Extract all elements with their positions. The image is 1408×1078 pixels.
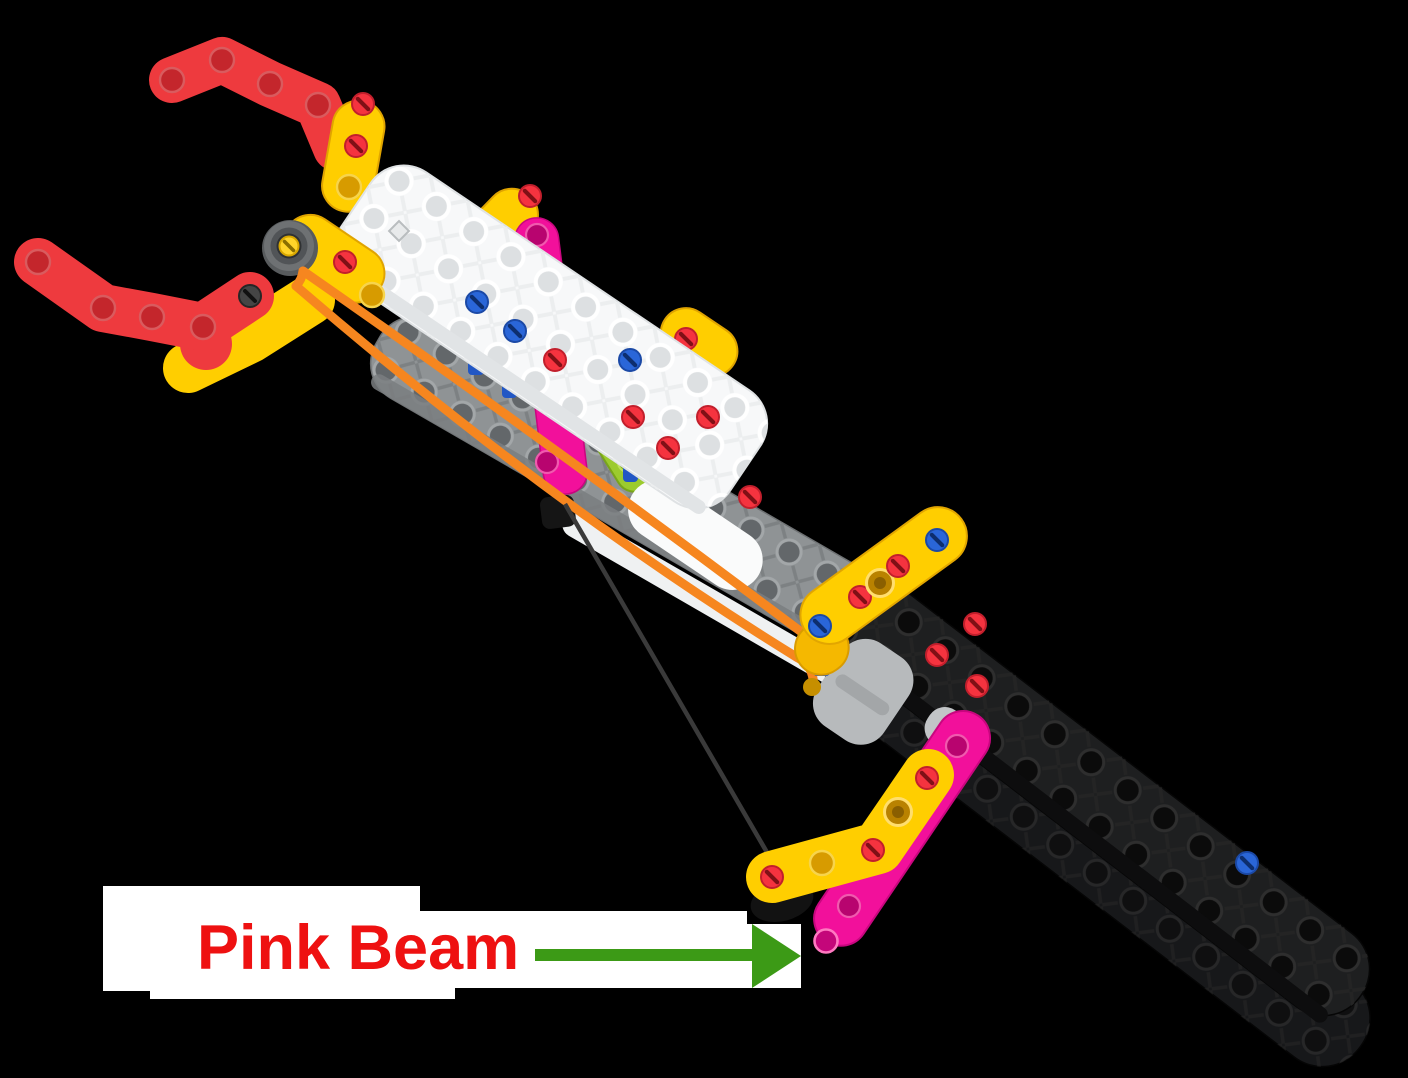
red-pin <box>345 135 367 157</box>
annotation: Pink Beam <box>197 913 801 988</box>
string <box>563 502 774 863</box>
bottom-claw-beam <box>14 238 274 370</box>
arrow-shaft <box>535 949 752 961</box>
axle-knob <box>387 219 411 243</box>
arrow-head <box>752 924 801 988</box>
top-claw-beam <box>149 37 359 171</box>
red-pin <box>352 93 374 115</box>
red-pin <box>334 251 356 273</box>
pulley <box>262 220 318 276</box>
yellow-pin <box>277 234 301 258</box>
white-underlayer-beam <box>628 479 763 590</box>
upper-vertical-beam <box>321 93 386 213</box>
annotation-label: Pink Beam <box>197 913 519 983</box>
annotation-callout <box>103 886 801 999</box>
white-plate-beam <box>330 164 769 514</box>
cross-beam <box>799 506 968 645</box>
annotation-arrow <box>535 924 801 988</box>
red-pin <box>519 185 541 207</box>
lower-angle-beam <box>746 749 954 903</box>
label-box <box>103 886 801 999</box>
red-pin <box>739 486 761 508</box>
